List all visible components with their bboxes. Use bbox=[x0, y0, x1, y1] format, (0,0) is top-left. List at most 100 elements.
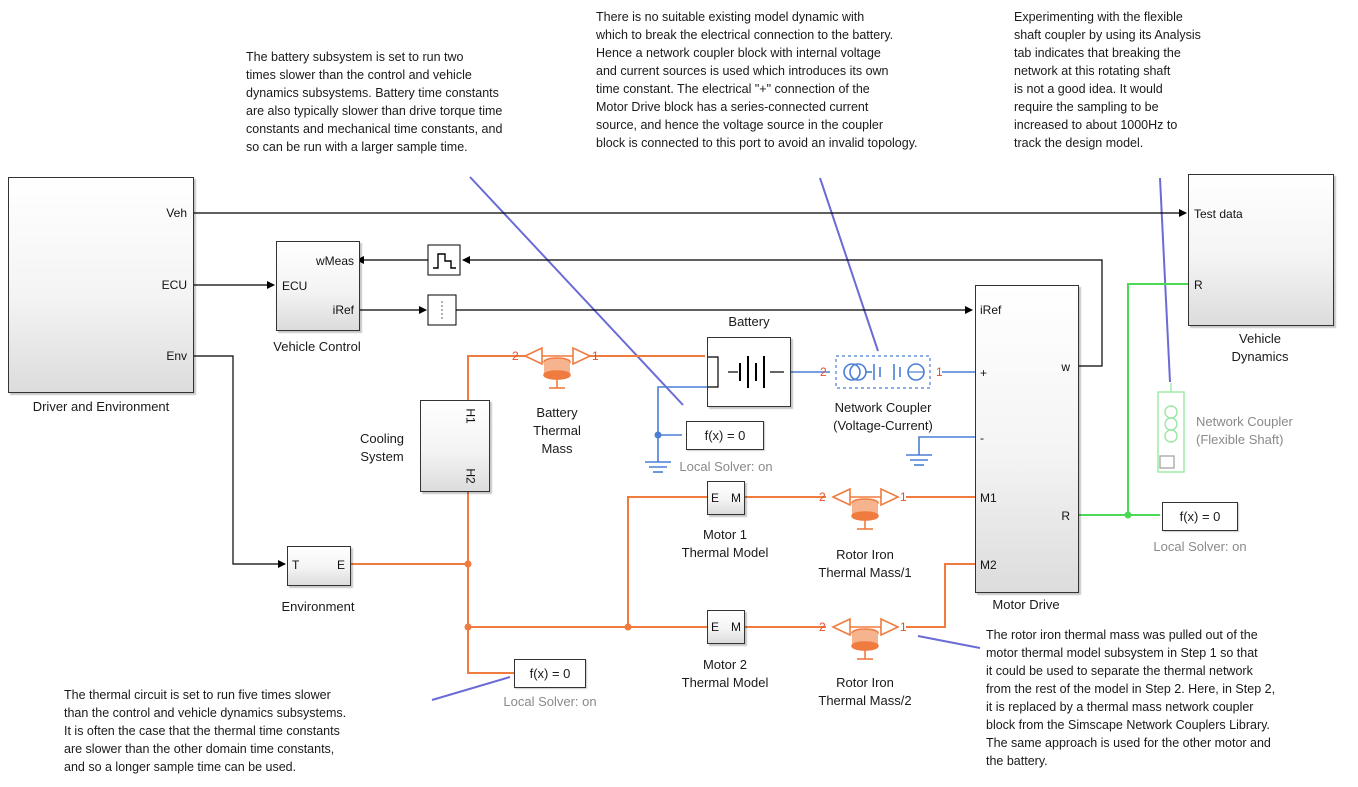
port-wmeas: wMeas bbox=[315, 254, 354, 268]
port-env: Env bbox=[166, 349, 187, 363]
note-line: motor thermal model subsystem in Step 1 … bbox=[986, 646, 1258, 660]
label-line: Thermal Mass/2 bbox=[818, 693, 912, 708]
note-line: The thermal circuit is set to run five t… bbox=[64, 688, 331, 702]
note-line: dynamics subsystems. Battery time consta… bbox=[246, 86, 499, 100]
rotor-note-link bbox=[917, 635, 981, 649]
note-line: block is connected to this port to avoid… bbox=[596, 136, 918, 150]
note-line: the battery. bbox=[986, 754, 1048, 768]
note-line: The same approach is used for the other … bbox=[986, 736, 1271, 750]
thermal-m2-right-line bbox=[906, 563, 975, 628]
electrical-junction bbox=[654, 431, 662, 439]
note-line: block from the Simscape Network Couplers… bbox=[986, 718, 1270, 732]
thermal-lines bbox=[350, 355, 975, 674]
cooling-system-block[interactable]: H1 H2 bbox=[420, 400, 490, 492]
thermal-junctions bbox=[464, 560, 632, 631]
port-number: 2 bbox=[512, 349, 519, 363]
battery-label: Battery bbox=[728, 314, 770, 329]
thermal-note-link bbox=[431, 676, 511, 701]
port-iref: iRef bbox=[332, 303, 354, 317]
environment-block[interactable]: T E bbox=[287, 546, 351, 586]
label-line: Rotor Iron bbox=[836, 675, 894, 690]
label-line: (Flexible Shaft) bbox=[1196, 432, 1284, 447]
label-line: Network Coupler bbox=[1196, 414, 1293, 429]
env-line bbox=[193, 355, 286, 568]
coupler-note-link bbox=[819, 177, 879, 352]
note-line: and so a longer sample time can be used. bbox=[64, 760, 297, 774]
motor1-thermal-block[interactable]: E M bbox=[707, 481, 745, 515]
thermal-h1-line bbox=[467, 355, 525, 400]
solver-configuration-thermal[interactable]: f(x) = 0 bbox=[514, 659, 586, 688]
label-line: Network Coupler bbox=[834, 400, 932, 415]
note-links bbox=[431, 176, 1171, 701]
thermal-motor1-line bbox=[627, 496, 707, 627]
local-solver-label: Local Solver: on bbox=[503, 694, 597, 709]
note-line: than the control and vehicle dynamics su… bbox=[64, 706, 347, 720]
port-r: R bbox=[1194, 278, 1203, 292]
motor1-thermal-label: Motor 1 Thermal Model bbox=[655, 526, 795, 562]
label-line: Cooling bbox=[359, 431, 405, 446]
port-h1: H1 bbox=[463, 408, 478, 424]
port-number: 1 bbox=[936, 365, 943, 379]
rate-transition-icon bbox=[427, 294, 457, 326]
signal-lines bbox=[193, 209, 1187, 568]
driver-environment-label: Driver and Environment bbox=[32, 399, 170, 414]
port-m: M bbox=[731, 491, 741, 505]
label-line: (Voltage-Current) bbox=[833, 418, 933, 433]
coupler-note: There is no suitable existing model dyna… bbox=[596, 8, 918, 152]
port-number: 2 bbox=[819, 490, 826, 504]
port-veh: Veh bbox=[166, 206, 187, 220]
battery-block[interactable] bbox=[707, 337, 791, 407]
driver-environment-block[interactable]: Veh ECU Env bbox=[8, 177, 194, 393]
port-h2: H2 bbox=[463, 468, 478, 484]
thermal-mass-icon bbox=[831, 617, 900, 660]
port-number: 1 bbox=[900, 620, 907, 634]
port-m2: M2 bbox=[980, 558, 997, 572]
note-line: it is replaced by a thermal mass network… bbox=[986, 700, 1254, 714]
solver-configuration-shaft[interactable]: f(x) = 0 bbox=[1162, 502, 1238, 531]
motor-drive-label: Motor Drive bbox=[992, 597, 1060, 612]
port-number: 2 bbox=[819, 620, 826, 634]
local-solver-label: Local Solver: on bbox=[1153, 539, 1247, 554]
motor2-thermal-block[interactable]: E M bbox=[707, 610, 745, 644]
vehicle-control-block[interactable]: wMeas ECU iRef bbox=[276, 241, 360, 331]
vehicle-dynamics-label: Vehicle Dynamics bbox=[1198, 330, 1322, 366]
voltage-current-coupler-icon bbox=[835, 355, 931, 389]
label-line: Thermal Model bbox=[681, 545, 769, 560]
local-solver-label: Local Solver: on bbox=[679, 459, 773, 474]
note-line: it could be used to separate the thermal… bbox=[986, 664, 1253, 678]
vehicle-control-label: Vehicle Control bbox=[273, 339, 361, 354]
note-line: constants and mechanical time constants,… bbox=[246, 122, 503, 136]
port-e: E bbox=[336, 558, 345, 572]
ground-icon bbox=[645, 461, 671, 473]
thermal-mass-icon bbox=[523, 346, 592, 389]
cooling-system-label: Cooling System bbox=[352, 430, 412, 466]
motor-drive-block[interactable]: iRef + - M1 M2 w R bbox=[975, 285, 1079, 593]
note-line: require the sampling to be bbox=[1014, 100, 1159, 114]
shaft-note: Experimenting with the flexible shaft co… bbox=[1014, 8, 1201, 152]
environment-label: Environment bbox=[281, 599, 355, 614]
port-w: w bbox=[1061, 360, 1070, 374]
note-line: track the design model. bbox=[1014, 136, 1144, 150]
note-line: times slower than the control and vehicl… bbox=[246, 68, 472, 82]
ground-icon bbox=[906, 454, 932, 466]
voltage-current-coupler-label: Network Coupler (Voltage-Current) bbox=[812, 399, 954, 435]
note-line: The rotor iron thermal mass was pulled o… bbox=[986, 628, 1258, 642]
solver-configuration-battery[interactable]: f(x) = 0 bbox=[686, 421, 764, 450]
note-line: time constant. The electrical "+" connec… bbox=[596, 82, 870, 96]
battery-thermal-mass-label: Battery Thermal Mass bbox=[522, 404, 592, 458]
vehicle-dynamics-block[interactable]: Test data R bbox=[1188, 174, 1334, 326]
note-line: Motor Drive block has a series-connected… bbox=[596, 100, 869, 114]
note-line: which to break the electrical connection… bbox=[596, 28, 894, 42]
port-ecu: ECU bbox=[282, 279, 308, 293]
note-line: so can be run with a larger sample time. bbox=[246, 140, 468, 154]
thermal-h2-line bbox=[467, 490, 514, 674]
note-line: and current sources is used which introd… bbox=[596, 64, 889, 78]
note-line: It is often the case that the thermal ti… bbox=[64, 724, 340, 738]
label-line: Motor 1 bbox=[702, 527, 748, 542]
flexible-shaft-coupler-label: Network Coupler (Flexible Shaft) bbox=[1196, 413, 1293, 449]
note-line: There is no suitable existing model dyna… bbox=[596, 10, 865, 24]
label-line: Rotor Iron bbox=[836, 547, 894, 562]
port-m1: M1 bbox=[980, 491, 997, 505]
mechanical-junction bbox=[1124, 511, 1132, 519]
note-line: are also typically slower than drive tor… bbox=[246, 104, 503, 118]
